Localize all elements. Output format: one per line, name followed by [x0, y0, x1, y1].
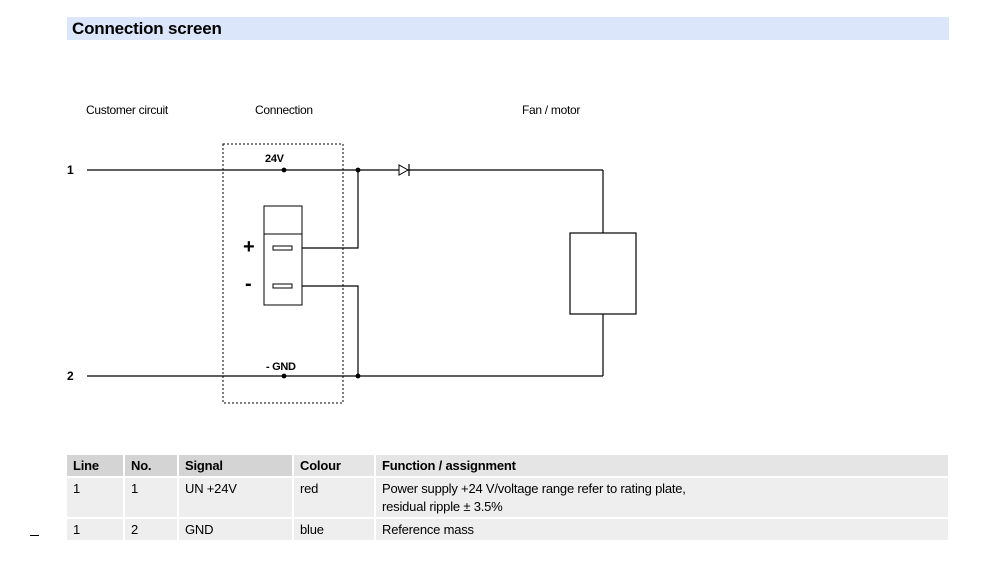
table-header-row: Line No. Signal Colour Function / assign… [67, 455, 950, 478]
table-row: 1 2 GND blue Reference mass [67, 519, 950, 542]
header-colour: Colour [294, 455, 376, 478]
header-no: No. [125, 455, 179, 478]
cell-signal: UN +24V [179, 478, 294, 519]
cell-no: 2 [125, 519, 179, 542]
cell-function: Reference mass [376, 519, 950, 542]
polarity-plus: + [243, 236, 255, 258]
header-line: Line [67, 455, 125, 478]
connector-pin-minus [272, 283, 293, 289]
header-function: Function / assignment [376, 455, 950, 478]
function-line: Reference mass [382, 522, 474, 537]
polarity-minus: - [245, 273, 252, 295]
diode-icon [398, 164, 410, 176]
customer-circuit-label: Customer circuit [86, 103, 168, 117]
cell-no: 1 [125, 478, 179, 519]
pin-label-24v: 24V [265, 153, 284, 165]
connector-pin-plus [272, 245, 293, 251]
junction-dot [281, 373, 287, 379]
connection-label: Connection [255, 103, 313, 117]
cell-signal: GND [179, 519, 294, 542]
assignment-table: Line No. Signal Colour Function / assign… [67, 455, 950, 542]
title-bar: Connection screen [67, 17, 949, 40]
cell-colour: blue [294, 519, 376, 542]
junction-dot [355, 373, 361, 379]
function-line: residual ripple ± 3.5% [382, 499, 503, 514]
header-signal: Signal [179, 455, 294, 478]
cell-function: Power supply +24 V/voltage range refer t… [376, 478, 950, 519]
fan-motor-label: Fan / motor [522, 103, 581, 117]
motor-box [569, 232, 637, 315]
line-number-1: 1 [67, 163, 74, 177]
connector-body [263, 205, 303, 306]
page-title: Connection screen [72, 19, 222, 38]
connection-box [222, 143, 344, 404]
cell-line: 1 [67, 519, 125, 542]
function-line: Power supply +24 V/voltage range refer t… [382, 481, 686, 496]
cell-colour: red [294, 478, 376, 519]
table-row: 1 1 UN +24V red Power supply +24 V/volta… [67, 478, 950, 519]
junction-dot [355, 167, 361, 173]
cell-line: 1 [67, 478, 125, 519]
pin-label-gnd: - GND [266, 361, 296, 373]
junction-dot [281, 167, 287, 173]
wire-minus-route [302, 285, 359, 376]
line-number-2: 2 [67, 369, 74, 383]
wire-plus-route [302, 170, 359, 249]
margin-dash [30, 535, 39, 536]
